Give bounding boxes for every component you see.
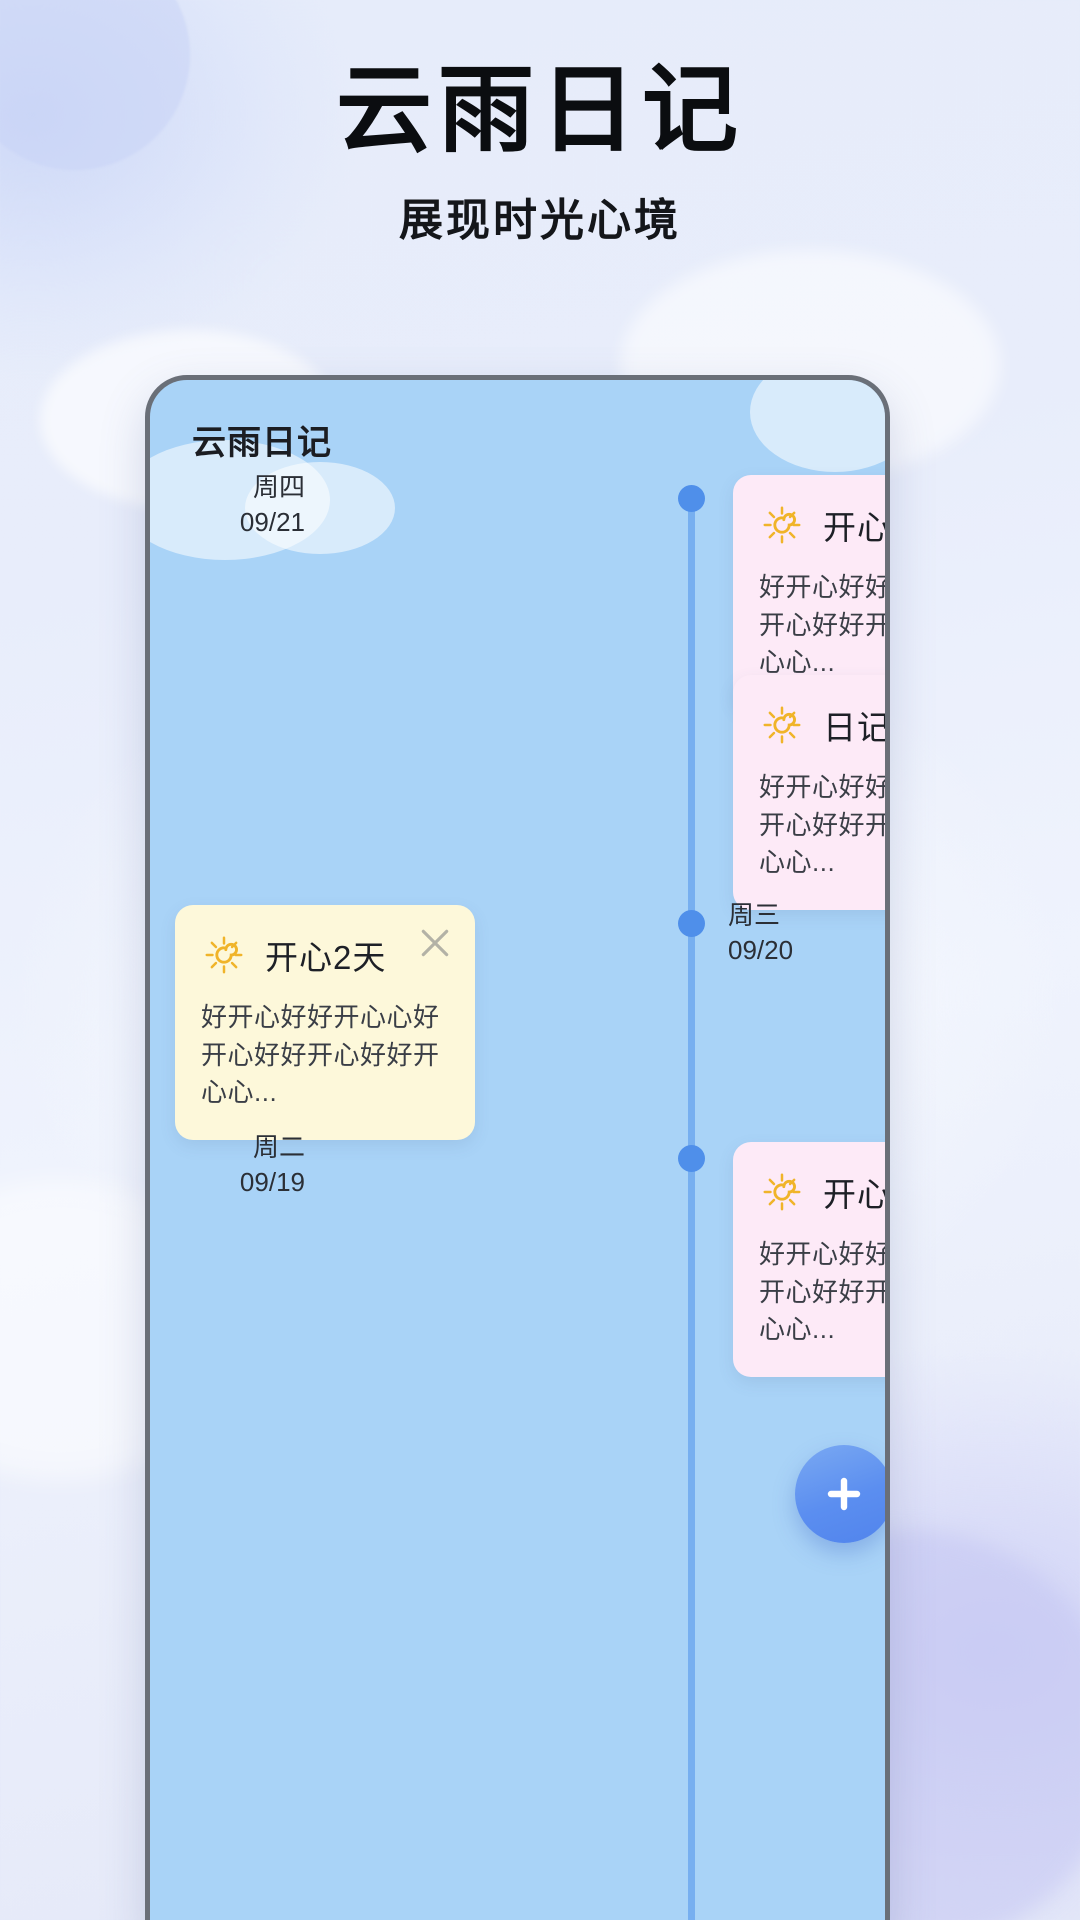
timeline-date-label: 周三 09/20 <box>728 898 793 968</box>
timeline-date-label: 周四 09/21 <box>240 470 305 540</box>
diary-card[interactable]: 开心3天 好开心好好开心心好开心好好开心好好开心心... <box>733 1142 890 1378</box>
diary-card-body: 好开心好好开心心好开心好好开心好好开心心... <box>759 772 890 878</box>
timeline-date: 09/19 <box>239 1167 305 1198</box>
diary-card[interactable]: 开心一天 好开心好好开心心好开心好好开心好好开心心... <box>733 475 890 711</box>
sun-icon <box>763 1173 801 1211</box>
screen-cloud-right <box>750 380 885 472</box>
diary-card-title: 开心2天 <box>265 939 387 976</box>
timeline-weekday: 周四 <box>252 472 305 502</box>
timeline-date-label: 周二 09/19 <box>240 1130 305 1200</box>
diary-card-title: 开心一天 <box>823 509 890 546</box>
timeline-dot[interactable] <box>678 485 705 512</box>
timeline-weekday: 周三 <box>728 900 781 930</box>
diary-card-body: 好开心好好开心心好开心好好开心好好开心心... <box>759 572 890 678</box>
diary-card-body: 好开心好好开心心好开心好好开心好好开心心... <box>201 1002 440 1108</box>
diary-card[interactable]: 日记标题 好开心好好开心心好开心好好开心好好开心心... <box>733 675 890 911</box>
timeline-dot[interactable] <box>678 910 705 937</box>
timeline-weekday: 周二 <box>252 1132 305 1162</box>
timeline-date: 09/20 <box>728 935 794 966</box>
screen-cloud-left-b <box>245 462 395 554</box>
diary-card-header: 日记标题 <box>759 701 890 749</box>
diary-card-header: 开心一天 <box>759 501 890 549</box>
sun-icon <box>763 706 801 744</box>
app-title: 云雨日记 <box>192 424 332 462</box>
close-icon[interactable] <box>415 923 455 963</box>
phone-mockup: 云雨日记 周四 09/21 开心一天 好开心好好开心心好开心好好开心好好开心心.… <box>145 375 890 1920</box>
diary-card-body: 好开心好好开心心好开心好好开心好好开心心... <box>759 1239 890 1345</box>
add-diary-button[interactable] <box>795 1445 885 1543</box>
diary-card-title: 开心3天 <box>823 1176 890 1213</box>
sun-icon <box>763 506 801 544</box>
poster-header: 云雨日记 展现时光心境 <box>0 60 1080 248</box>
timeline-date: 09/21 <box>239 507 305 538</box>
diary-card-title: 日记标题 <box>823 709 890 746</box>
diary-card[interactable]: 开心2天 好开心好好开心心好开心好好开心好好开心心... <box>175 905 475 1141</box>
poster-title: 云雨日记 <box>336 57 744 164</box>
plus-icon <box>827 1477 861 1511</box>
timeline-dot[interactable] <box>678 1145 705 1172</box>
diary-card-header: 开心3天 <box>759 1168 890 1216</box>
diary-card-header: 开心2天 <box>201 931 449 979</box>
sun-icon <box>205 936 243 974</box>
poster-subtitle: 展现时光心境 <box>399 195 681 245</box>
timeline-axis <box>688 500 695 1920</box>
